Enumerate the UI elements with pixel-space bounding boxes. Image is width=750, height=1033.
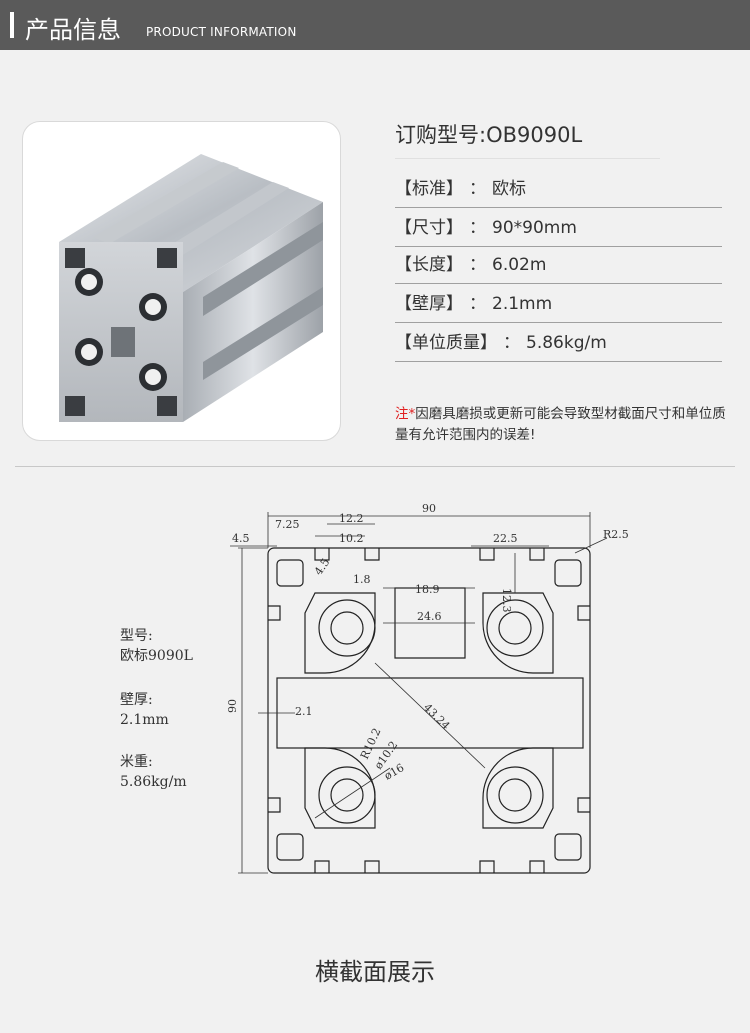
dimension-lines [230,512,608,874]
wall-value: 2.1mm [120,712,169,728]
model-info: 型号: 欧标9090L [120,626,193,666]
spec-sep: ： [469,179,486,199]
cross-section-drawing: 90 90 4.5 7.25 12.2 10.2 22.5 R2.5 4.5 1… [226,502,629,874]
order-label: 订购型号: [395,123,487,147]
note-text: 因磨具磨损或更新可能会导致型材截面尺寸和单位质量有允许范围内的误差! [395,406,726,443]
dim-24-6: 24.6 [417,610,442,623]
spec-row-standard: 【标准】 ： 欧标 [395,170,722,208]
spec-key: 【尺寸】 [395,218,463,238]
weight-value: 5.86kg/m [120,774,187,790]
aluminum-profile-image [59,154,323,422]
dim-22-5: 22.5 [493,532,518,545]
spec-row-wall: 【壁厚】 ： 2.1mm [395,285,722,323]
spec-row-weight: 【单位质量】 ： 5.86kg/m [395,324,722,362]
weight-info: 米重: 5.86kg/m [120,752,187,792]
dim-18-9: 18.9 [415,583,440,596]
dim-height: 90 [226,699,239,713]
spec-key: 【长度】 [395,255,463,275]
spec-key: 【单位质量】 [395,333,497,353]
dim-width: 90 [422,502,436,515]
dim-r2-5: R2.5 [603,528,629,541]
header-subtitle: PRODUCT INFORMATION [146,25,297,39]
product-photo [22,121,341,441]
spec-key: 【标准】 [395,179,463,199]
dim-2-1: 2.1 [295,705,313,718]
spec-sep: ： [469,218,486,238]
spec-value: 2.1mm [492,294,553,314]
section-header: 产品信息 PRODUCT INFORMATION [0,0,750,50]
spec-value: 欧标 [492,179,526,199]
tolerance-note: 注*因磨具磨损或更新可能会导致型材截面尺寸和单位质量有允许范围内的误差! [395,404,730,446]
order-divider [395,158,660,159]
header-accent-bar [10,12,14,38]
drawing-caption: 横截面展示 [315,958,435,986]
dim-7-25: 7.25 [275,518,300,531]
weight-label: 米重: [120,754,153,770]
spec-sep: ： [469,294,486,314]
order-value: OB9090L [486,123,583,147]
spec-key: 【壁厚】 [395,294,463,314]
spec-value: 90*90mm [492,218,577,238]
dim-10-2: 10.2 [339,532,364,545]
model-value: 欧标9090L [120,648,193,664]
note-star: 注* [395,406,416,422]
order-model: 订购型号:OB9090L [395,119,582,149]
spec-row-length: 【长度】 ： 6.02m [395,246,722,284]
spec-sep: ： [503,333,520,353]
dim-43-24: 43.24 [421,701,452,732]
spec-value: 5.86kg/m [526,333,607,353]
wall-info: 壁厚: 2.1mm [120,690,169,730]
section-divider [15,466,735,467]
spec-row-size: 【尺寸】 ： 90*90mm [395,209,722,247]
spec-sep: ： [469,255,486,275]
dim-12-2: 12.2 [339,512,364,525]
model-label: 型号: [120,628,153,644]
spec-value: 6.02m [492,255,547,275]
dim-12-3: 12.3 [500,588,513,613]
dim-4-5: 4.5 [232,532,250,545]
header-title: 产品信息 [25,16,121,44]
profile-outline [267,547,591,874]
dim-1-8: 1.8 [353,573,371,586]
wall-label: 壁厚: [120,692,153,708]
